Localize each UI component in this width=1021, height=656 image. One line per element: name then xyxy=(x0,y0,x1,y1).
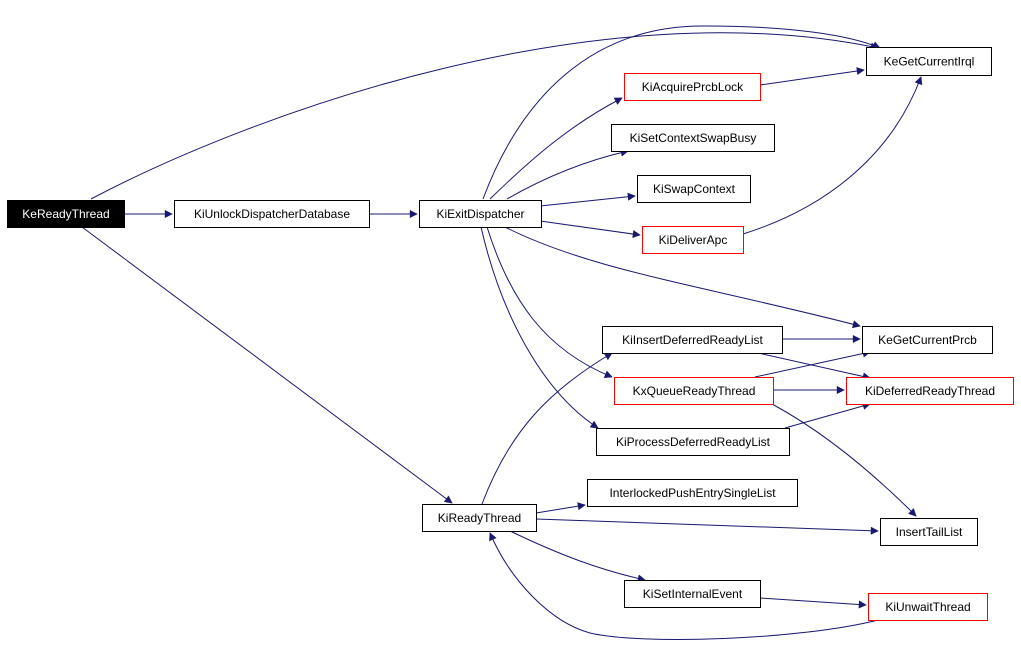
edge-KiExitDispatcher-to-KxQueueReadyThread xyxy=(486,226,613,379)
node-label: KxQueueReadyThread xyxy=(633,384,756,398)
edge-KeReadyThread-to-KiReadyThread xyxy=(81,226,453,504)
node-box xyxy=(866,47,992,76)
edge-KiDeliverApc-to-KeGetCurrentIrql xyxy=(742,76,923,235)
node-KiReadyThread[interactable]: KiReadyThread xyxy=(422,504,537,532)
node-box xyxy=(642,226,744,254)
node-box xyxy=(596,428,790,456)
node-KiSetInternalEvent[interactable]: KiSetInternalEvent xyxy=(624,580,761,608)
node-InterlockedPushEntrySingleList[interactable]: InterlockedPushEntrySingleList xyxy=(587,479,798,507)
node-KeReadyThread[interactable]: KeReadyThread xyxy=(7,200,125,228)
edge-KiExitDispatcher-to-KeGetCurrentIrql xyxy=(482,25,881,200)
node-KiAcquirePrcbLock[interactable]: KiAcquirePrcbLock xyxy=(624,73,761,101)
edge-KiReadyThread-to-KiSetInternalEvent xyxy=(509,530,646,583)
call-edges xyxy=(81,25,923,640)
edge-KiExitDispatcher-to-KeGetCurrentPrcb xyxy=(504,226,861,329)
edge-KiProcessDeferredReadyList-to-KiDeferredReadyThread xyxy=(784,402,871,429)
node-box xyxy=(602,326,783,354)
node-label: KiSetInternalEvent xyxy=(643,587,743,601)
node-box xyxy=(624,580,761,608)
node-box xyxy=(611,124,775,152)
edge-KeReadyThread-to-KeGetCurrentIrql xyxy=(90,32,879,200)
node-KxQueueReadyThread[interactable]: KxQueueReadyThread xyxy=(614,377,774,405)
node-label: InterlockedPushEntrySingleList xyxy=(609,486,776,500)
node-box xyxy=(880,518,978,546)
edge-KiUnwaitThread-to-KiReadyThread xyxy=(489,532,879,640)
edge-KxQueueReadyThread-to-KeGetCurrentPrcb xyxy=(754,349,871,378)
node-label: KiReadyThread xyxy=(438,511,521,525)
node-KeGetCurrentIrql[interactable]: KeGetCurrentIrql xyxy=(866,47,992,76)
node-box xyxy=(7,200,125,228)
node-label: InsertTailList xyxy=(896,525,963,539)
node-InsertTailList[interactable]: InsertTailList xyxy=(880,518,978,546)
node-label: KiDeliverApc xyxy=(659,233,728,247)
node-KiDeliverApc[interactable]: KiDeliverApc xyxy=(642,226,744,254)
node-KiUnlockDispatcherDatabase[interactable]: KiUnlockDispatcherDatabase xyxy=(174,200,370,228)
node-label: KiUnlockDispatcherDatabase xyxy=(194,207,350,221)
edge-KiSetInternalEvent-to-KiUnwaitThread xyxy=(759,597,867,609)
node-box xyxy=(614,377,774,405)
node-label: KiUnwaitThread xyxy=(885,600,970,614)
edge-KiReadyThread-to-KiInsertDeferredReadyList xyxy=(481,352,613,505)
node-KiUnwaitThread[interactable]: KiUnwaitThread xyxy=(868,593,988,621)
node-box xyxy=(846,377,1014,405)
node-KiDeferredReadyThread[interactable]: KiDeferredReadyThread xyxy=(846,377,1014,405)
edge-KiInsertDeferredReadyList-to-KiDeferredReadyThread xyxy=(757,352,871,381)
node-label: KiExitDispatcher xyxy=(436,207,524,221)
node-KiProcessDeferredReadyList[interactable]: KiProcessDeferredReadyList xyxy=(596,428,790,456)
node-box xyxy=(637,175,751,203)
edge-KiExitDispatcher-to-KiAcquirePrcbLock xyxy=(489,97,623,200)
node-label: KiInsertDeferredReadyList xyxy=(622,333,763,347)
node-KiInsertDeferredReadyList[interactable]: KiInsertDeferredReadyList xyxy=(602,326,783,354)
node-KiSwapContext[interactable]: KiSwapContext xyxy=(637,175,751,203)
node-box xyxy=(419,200,542,228)
node-label: KiAcquirePrcbLock xyxy=(642,80,744,94)
node-KeGetCurrentPrcb[interactable]: KeGetCurrentPrcb xyxy=(862,326,993,354)
node-label: KeGetCurrentPrcb xyxy=(878,333,977,347)
node-KiExitDispatcher[interactable]: KiExitDispatcher xyxy=(419,200,542,228)
edge-KiExitDispatcher-to-KiProcessDeferredReadyList xyxy=(480,226,599,429)
node-label: KiSetContextSwapBusy xyxy=(630,131,757,145)
edge-KiExitDispatcher-to-KiSetContextSwapBusy xyxy=(506,148,629,200)
node-box xyxy=(422,504,537,532)
edge-KiAcquirePrcbLock-to-KeGetCurrentIrql xyxy=(759,67,865,86)
node-label: KiSwapContext xyxy=(653,182,736,196)
node-label: KeReadyThread xyxy=(22,207,109,221)
node-box xyxy=(624,73,761,101)
edge-KiReadyThread-to-InterlockedPushEntrySingleList xyxy=(535,502,586,514)
edge-KiExitDispatcher-to-KiSwapContext xyxy=(539,192,636,207)
edge-KiExitDispatcher-to-KiDeliverApc xyxy=(539,220,641,238)
edge-KiReadyThread-to-InsertTailList xyxy=(535,518,879,535)
node-box xyxy=(174,200,370,228)
node-label: KeGetCurrentIrql xyxy=(884,55,975,69)
node-KiSetContextSwapBusy[interactable]: KiSetContextSwapBusy xyxy=(611,124,775,152)
edge-KxQueueReadyThread-to-InsertTailList xyxy=(771,403,917,517)
node-box xyxy=(868,593,988,621)
node-box xyxy=(587,479,798,507)
node-label: KiProcessDeferredReadyList xyxy=(616,435,771,449)
node-label: KiDeferredReadyThread xyxy=(865,384,995,398)
node-box xyxy=(862,326,993,354)
